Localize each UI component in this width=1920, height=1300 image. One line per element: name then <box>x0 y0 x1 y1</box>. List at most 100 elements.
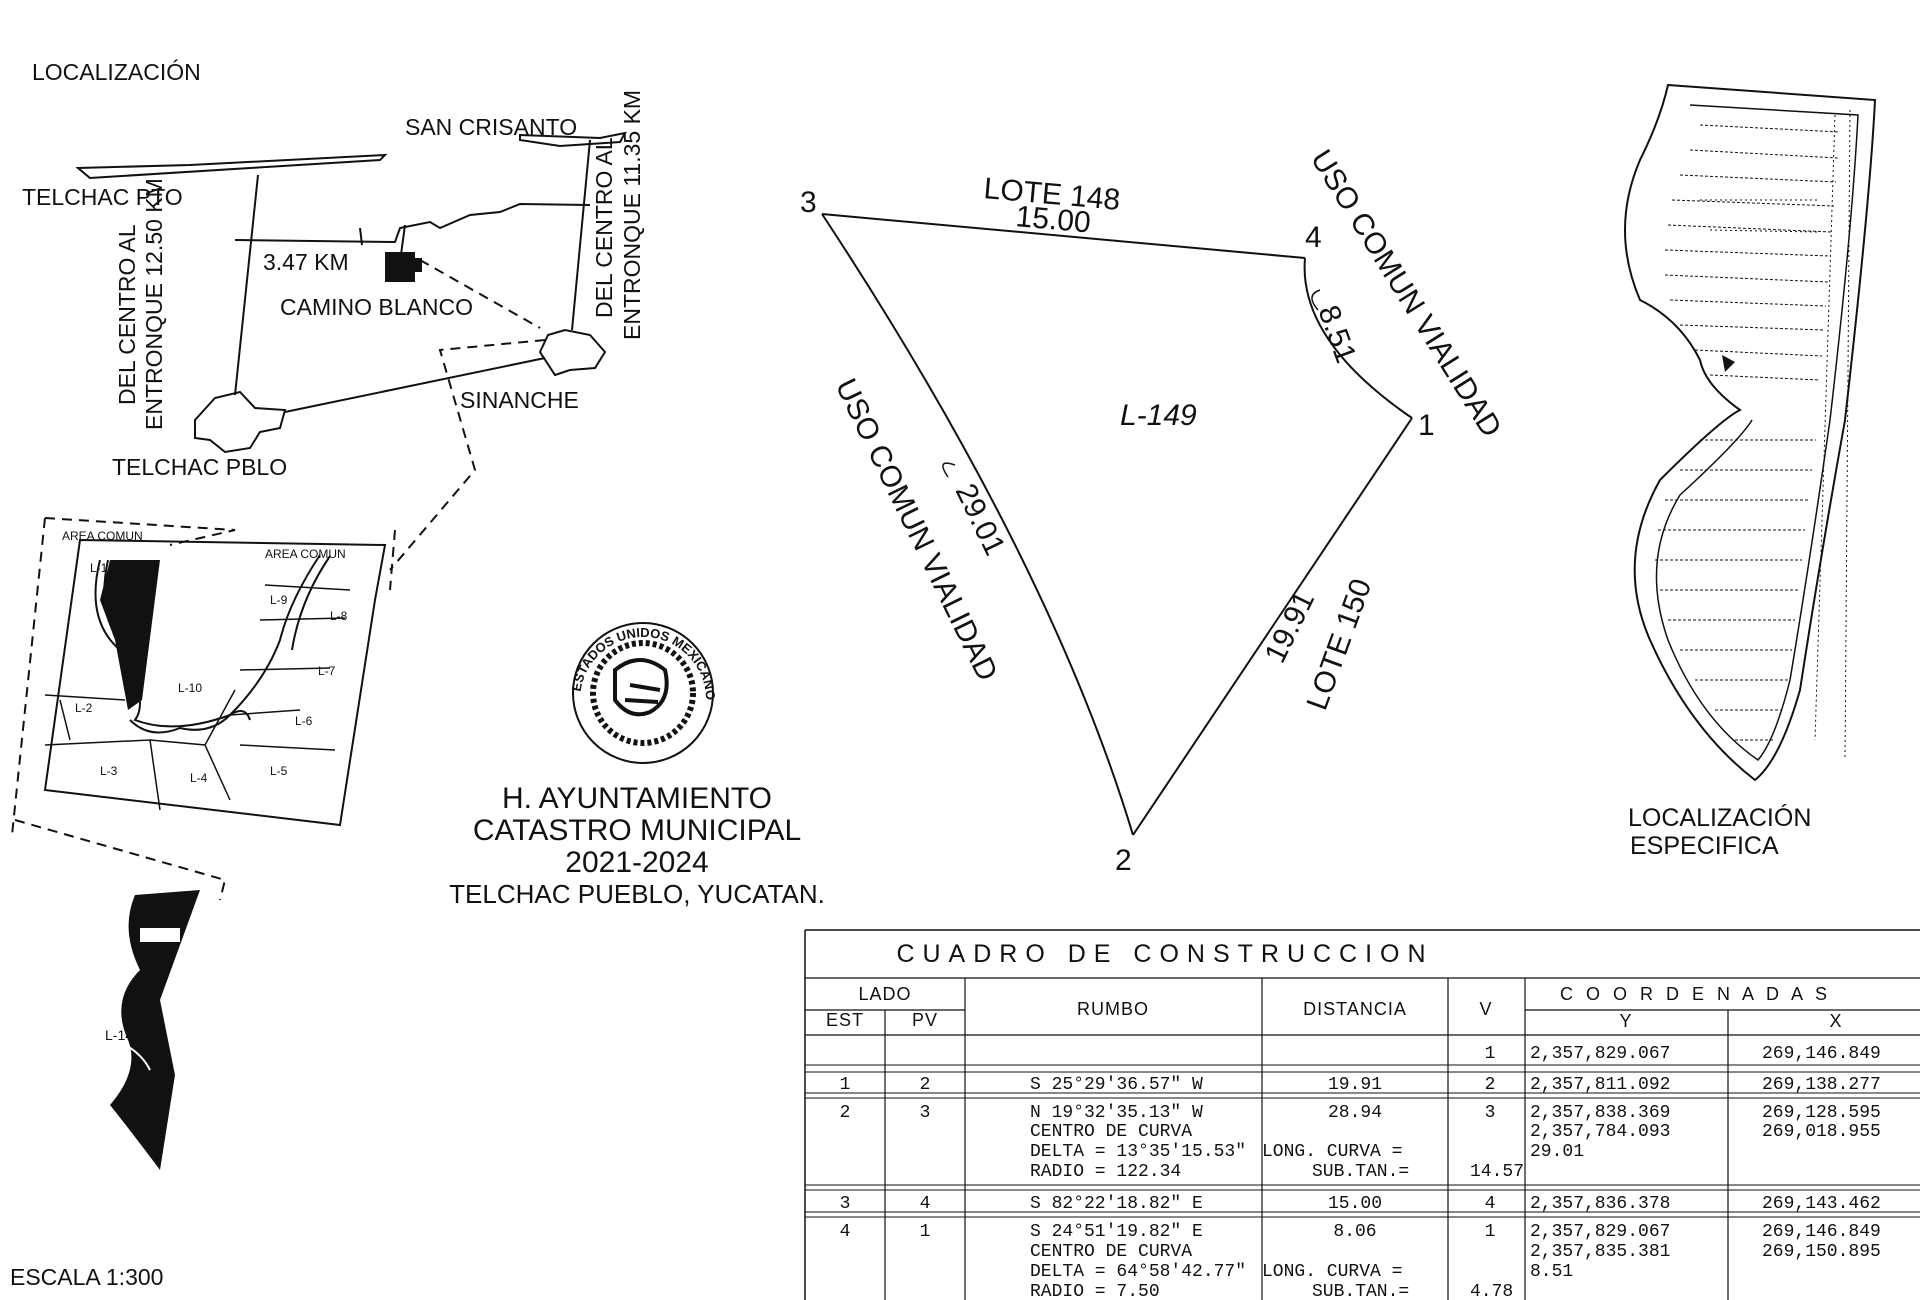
lot-boundary-bottom <box>1132 417 1413 836</box>
row2-delta: DELTA = 13°35'15.53" <box>1030 1142 1246 1162</box>
vertex-4-label: 4 <box>1305 221 1322 254</box>
telchac-pblo-label: TELCHAC PBLO <box>112 454 287 480</box>
row4-y: 2,357,829.067 <box>1530 1222 1670 1242</box>
top-distance-label: 15.00 <box>1014 200 1092 239</box>
vertex-1-label: 1 <box>1418 409 1435 442</box>
row2-y: 2,357,838.369 <box>1530 1103 1670 1123</box>
lot-boundary-right-curve <box>1303 257 1413 419</box>
sinanche-label: SINANCHE <box>460 387 579 413</box>
row2-subtan: SUB.TAN.= <box>1312 1162 1409 1182</box>
row3-dist: 15.00 <box>1328 1194 1382 1214</box>
lot-l9-label: L-9 <box>270 593 288 607</box>
row4-pv: 1 <box>920 1222 931 1242</box>
dashed-link <box>389 259 546 571</box>
row2-rumbo: N 19°32'35.13" W <box>1030 1103 1203 1123</box>
seal-line4: TELCHAC PUEBLO, YUCATAN. <box>449 879 825 909</box>
row2-x2: 269,018.955 <box>1762 1122 1881 1142</box>
table-title: CUADRO DE CONSTRUCCION <box>896 940 1433 968</box>
bottom-distance-label: 19.91 <box>1259 586 1322 668</box>
row2-centro: CENTRO DE CURVA <box>1030 1122 1192 1142</box>
road-west <box>234 174 259 396</box>
seal-line2: CATASTRO MUNICIPAL <box>473 814 801 847</box>
row0-y: 2,357,829.067 <box>1530 1044 1670 1064</box>
row1-pv: 2 <box>920 1075 931 1095</box>
row1-x: 269,138.277 <box>1762 1075 1881 1095</box>
table-row-lines <box>805 1064 1920 1218</box>
header-coordenadas: C O O R D E N A D A S <box>1560 984 1831 1004</box>
row4-rumbo: S 24°51'19.82" E <box>1030 1222 1203 1242</box>
coast-road <box>75 153 388 180</box>
lot-l10-label: L-10 <box>178 681 202 695</box>
left-distance-line1: DEL CENTRO AL <box>114 224 140 405</box>
row2-x: 269,128.595 <box>1762 1103 1881 1123</box>
row3-rumbo: S 82°22'18.82" E <box>1030 1194 1203 1214</box>
coast-road-east <box>519 131 627 148</box>
development-inner-road <box>1655 104 1859 762</box>
seal-inner <box>590 640 696 746</box>
lot-boundary-top <box>821 213 1306 259</box>
lot-l8-label: L-8 <box>330 609 348 623</box>
header-rumbo: RUMBO <box>1077 999 1149 1019</box>
lot-14a-shape <box>110 890 200 1170</box>
seal-line3: 2021-2024 <box>565 846 708 879</box>
detail-dashed-side <box>11 517 46 836</box>
especifica-line2: ESPECIFICA <box>1630 832 1779 860</box>
row4-dist: 8.06 <box>1333 1222 1376 1242</box>
arc-marker-right <box>1311 289 1321 311</box>
row2-pv: 3 <box>920 1103 931 1123</box>
table-row: 1 2,357,829.067 269,146.849 <box>1485 1044 1881 1064</box>
row4-centro: CENTRO DE CURVA <box>1030 1242 1192 1262</box>
area-comun-2-label: AREA COMUN <box>265 547 346 561</box>
subdivision-detail-map: AREA COMUN AREA COMUN L-1 L-2 L-3 L-4 L-… <box>10 517 396 1290</box>
vertex-2-label: 2 <box>1115 844 1132 877</box>
table-row: 2 3 N 19°32'35.13" W 28.94 3 2,357,838.3… <box>840 1103 1881 1182</box>
area-comun-1-label: AREA COMUN <box>62 529 143 543</box>
row4-x: 269,146.849 <box>1762 1222 1881 1242</box>
lot-150-label: LOTE 150 <box>1301 575 1379 715</box>
road-diagonal <box>284 357 546 413</box>
row3-x: 269,143.462 <box>1762 1194 1881 1214</box>
header-est: EST <box>826 1010 864 1030</box>
lot-14a-building <box>140 928 180 942</box>
table-header-lines <box>805 977 1920 1300</box>
seal-line1: H. AYUNTAMIENTO <box>502 782 772 815</box>
lot-id-label: L-149 <box>1120 399 1197 432</box>
scale-label: ESCALA 1:300 <box>10 1264 163 1290</box>
row2-long: LONG. CURVA = <box>1262 1142 1402 1162</box>
right-distance-line2: ENTRONQUE 11.35 KM <box>619 90 645 340</box>
row2-radio: RADIO = 122.34 <box>1030 1162 1181 1182</box>
header-pv: PV <box>912 1010 938 1030</box>
row0-x: 269,146.849 <box>1762 1044 1881 1064</box>
right-distance-line1: DEL CENTRO AL <box>591 137 617 318</box>
row3-pv: 4 <box>920 1194 931 1214</box>
camino-blanco-label: CAMINO BLANCO <box>280 294 473 320</box>
lot-l4-label: L-4 <box>190 771 208 785</box>
table-row: 1 2 S 25°29'36.57" W 19.91 2 2,357,811.0… <box>840 1075 1881 1095</box>
camino-blanco-marker-2 <box>408 258 422 272</box>
row1-y: 2,357,811.092 <box>1530 1075 1670 1095</box>
row4-radio: RADIO = 7.50 <box>1030 1282 1160 1300</box>
right-distance-label: 8.51 <box>1311 301 1362 367</box>
detail-loop <box>129 710 251 734</box>
row4-subtan: SUB.TAN.= <box>1312 1282 1409 1300</box>
lot-14a-label: L-14A <box>105 1027 143 1043</box>
detail-outline <box>43 538 387 827</box>
header-distancia: DISTANCIA <box>1303 999 1407 1019</box>
row4-x2: 269,150.895 <box>1762 1242 1881 1262</box>
location-map: LOCALIZACIÓN SAN CRISANTO TELCHAC PTO 3.… <box>22 59 645 571</box>
eagle-icon <box>613 658 669 717</box>
header-lado: LADO <box>858 984 911 1004</box>
row4-est: 4 <box>840 1222 851 1242</box>
lot-l1-label: L-1 <box>90 561 108 575</box>
lot-l6-label: L-6 <box>295 714 313 728</box>
table-frame <box>804 929 1920 1300</box>
row1-v: 2 <box>1485 1075 1496 1095</box>
header-x: X <box>1829 1011 1842 1031</box>
detail-canal <box>94 554 331 728</box>
header-y: Y <box>1619 1011 1632 1031</box>
row3-est: 3 <box>840 1194 851 1214</box>
row2-dist: 28.94 <box>1328 1103 1382 1123</box>
row1-rumbo: S 25°29'36.57" W <box>1030 1075 1203 1095</box>
lot-boundary-left-curve <box>821 213 1134 836</box>
